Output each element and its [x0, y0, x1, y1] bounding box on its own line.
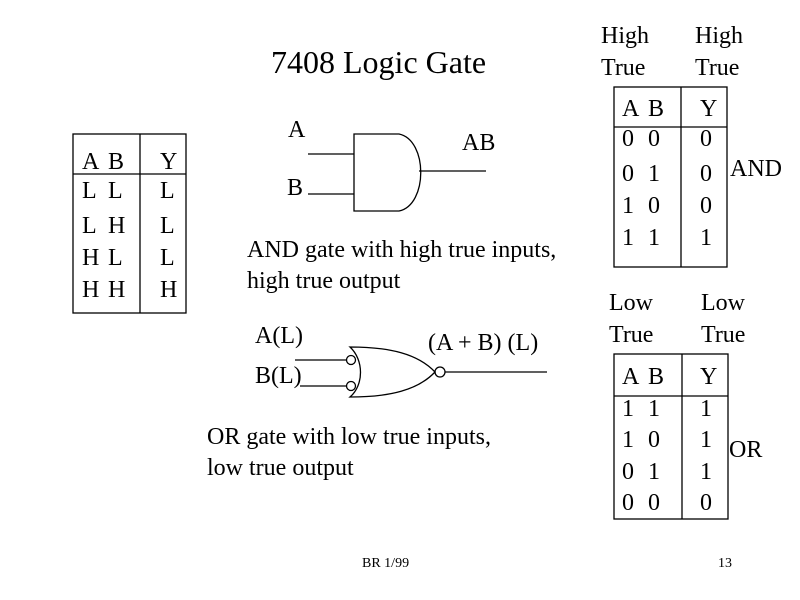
low-true-output-label-2: True [701, 322, 745, 348]
table-cell-a: 0 [622, 490, 634, 516]
table-cell-b: H [108, 277, 125, 303]
table-cell-a: 0 [622, 126, 634, 152]
table-cell-y: 1 [700, 225, 712, 251]
table-cell-b: 1 [648, 161, 660, 187]
table-cell-b: L [108, 178, 123, 204]
table-cell-y: L [160, 178, 175, 204]
table-header-y: Y [700, 96, 717, 122]
or-gate-symbol [348, 346, 436, 398]
table-header-a: A [622, 364, 640, 390]
table-cell-b: 0 [648, 427, 660, 453]
table-header-y: Y [700, 364, 717, 390]
table-cell-b: 0 [648, 126, 660, 152]
or-output-label: (A + B) (L) [428, 330, 538, 356]
and-output-label: AB [462, 130, 495, 156]
high-true-inputs-label-2: True [601, 55, 645, 81]
table-header-a: A [622, 96, 640, 122]
or-output-bubble [434, 366, 446, 378]
high-true-inputs-label-1: High [601, 23, 649, 49]
table-cell-b: 1 [648, 459, 660, 485]
table-cell-a: H [82, 245, 99, 271]
and-gate-symbol [353, 133, 422, 212]
table-cell-y: 1 [700, 396, 712, 422]
table-cell-a: L [82, 178, 97, 204]
table-border [613, 353, 729, 520]
or-caption-line1: OR gate with low true inputs, [207, 424, 491, 450]
or-caption-line2: low true output [207, 455, 354, 481]
or-input-a-bubble [345, 354, 357, 366]
and-input-b-label: B [287, 175, 303, 201]
and-side-label: AND [730, 156, 782, 182]
table-border [613, 86, 728, 268]
table-cell-b: L [108, 245, 123, 271]
table-header-y: Y [160, 149, 177, 175]
and-caption-line1: AND gate with high true inputs, [247, 237, 556, 263]
table-cell-y: 1 [700, 459, 712, 485]
table-cell-b: 0 [648, 490, 660, 516]
table-cell-a: 0 [622, 459, 634, 485]
high-true-output-label-2: True [695, 55, 739, 81]
table-cell-y: H [160, 277, 177, 303]
or-input-a-label: A(L) [255, 323, 303, 349]
table-header-a: A [82, 149, 100, 175]
low-true-inputs-label-2: True [609, 322, 653, 348]
low-true-inputs-label-1: Low [609, 290, 654, 316]
table-cell-y: 0 [700, 490, 712, 516]
or-input-b-bubble [345, 380, 357, 392]
table-cell-y: 0 [700, 126, 712, 152]
table-cell-a: 1 [622, 396, 634, 422]
table-cell-a: 1 [622, 193, 634, 219]
page-number: 13 [718, 556, 732, 571]
or-side-label: OR [729, 437, 762, 463]
or-input-b-label: B(L) [255, 363, 302, 389]
table-cell-y: 0 [700, 193, 712, 219]
table-cell-y: 0 [700, 161, 712, 187]
table-cell-a: L [82, 213, 97, 239]
table-cell-b: 1 [648, 225, 660, 251]
table-cell-a: 1 [622, 427, 634, 453]
table-cell-b: H [108, 213, 125, 239]
table-cell-b: 1 [648, 396, 660, 422]
table-header-b: B [648, 96, 664, 122]
table-border [72, 133, 187, 314]
table-cell-y: L [160, 213, 175, 239]
and-input-a-label: A [288, 117, 306, 143]
slide-title: 7408 Logic Gate [271, 44, 486, 80]
table-cell-a: 0 [622, 161, 634, 187]
or-gate-diagram: A(L) B(L) (A + B) (L) OR gate with low t… [207, 323, 547, 481]
table-cell-y: 1 [700, 427, 712, 453]
table-header-b: B [108, 149, 124, 175]
table-cell-y: L [160, 245, 175, 271]
and-gate-diagram: A B AB AND gate with high true inputs, h… [247, 117, 556, 294]
table-cell-a: 1 [622, 225, 634, 251]
footer-left: BR 1/99 [362, 556, 409, 571]
low-true-output-label-1: Low [701, 290, 746, 316]
and-caption-line2: high true output [247, 268, 401, 294]
table-cell-a: H [82, 277, 99, 303]
high-true-output-label-1: High [695, 23, 743, 49]
table-cell-b: 0 [648, 193, 660, 219]
table-header-b: B [648, 364, 664, 390]
